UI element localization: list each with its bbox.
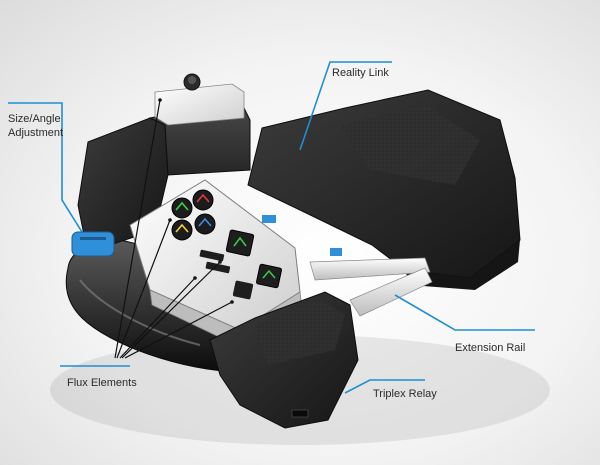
blue-adjuster-groove bbox=[80, 237, 106, 240]
blue-adjuster bbox=[72, 232, 114, 256]
flux-dot bbox=[158, 98, 162, 102]
label-size-angle-line1: Size/Angle bbox=[8, 112, 63, 126]
label-flux-elements: Flux Elements bbox=[67, 376, 137, 390]
square-key-large bbox=[226, 230, 254, 257]
flux-dot bbox=[193, 276, 197, 280]
label-extension-rail: Extension Rail bbox=[455, 341, 525, 355]
label-reality-link: Reality Link bbox=[332, 66, 389, 80]
label-size-angle-adjustment: Size/Angle Adjustment bbox=[8, 112, 63, 140]
usb-port bbox=[292, 410, 308, 417]
round-button-blue bbox=[195, 214, 215, 234]
blue-clip-2 bbox=[330, 248, 342, 256]
callout-line-extension bbox=[395, 295, 535, 330]
label-triplex-relay: Triplex Relay bbox=[373, 387, 437, 401]
top-knob-cap bbox=[188, 76, 196, 84]
round-button-yellow bbox=[172, 220, 192, 240]
flux-dot bbox=[168, 218, 172, 222]
flux-dot bbox=[218, 260, 222, 264]
round-button-red bbox=[193, 190, 213, 210]
blue-clip-1 bbox=[262, 215, 276, 223]
square-key-small bbox=[256, 264, 282, 288]
flux-dot bbox=[230, 300, 234, 304]
round-button-green bbox=[172, 198, 192, 218]
white-top-block bbox=[155, 84, 244, 125]
label-size-angle-line2: Adjustment bbox=[8, 126, 63, 140]
